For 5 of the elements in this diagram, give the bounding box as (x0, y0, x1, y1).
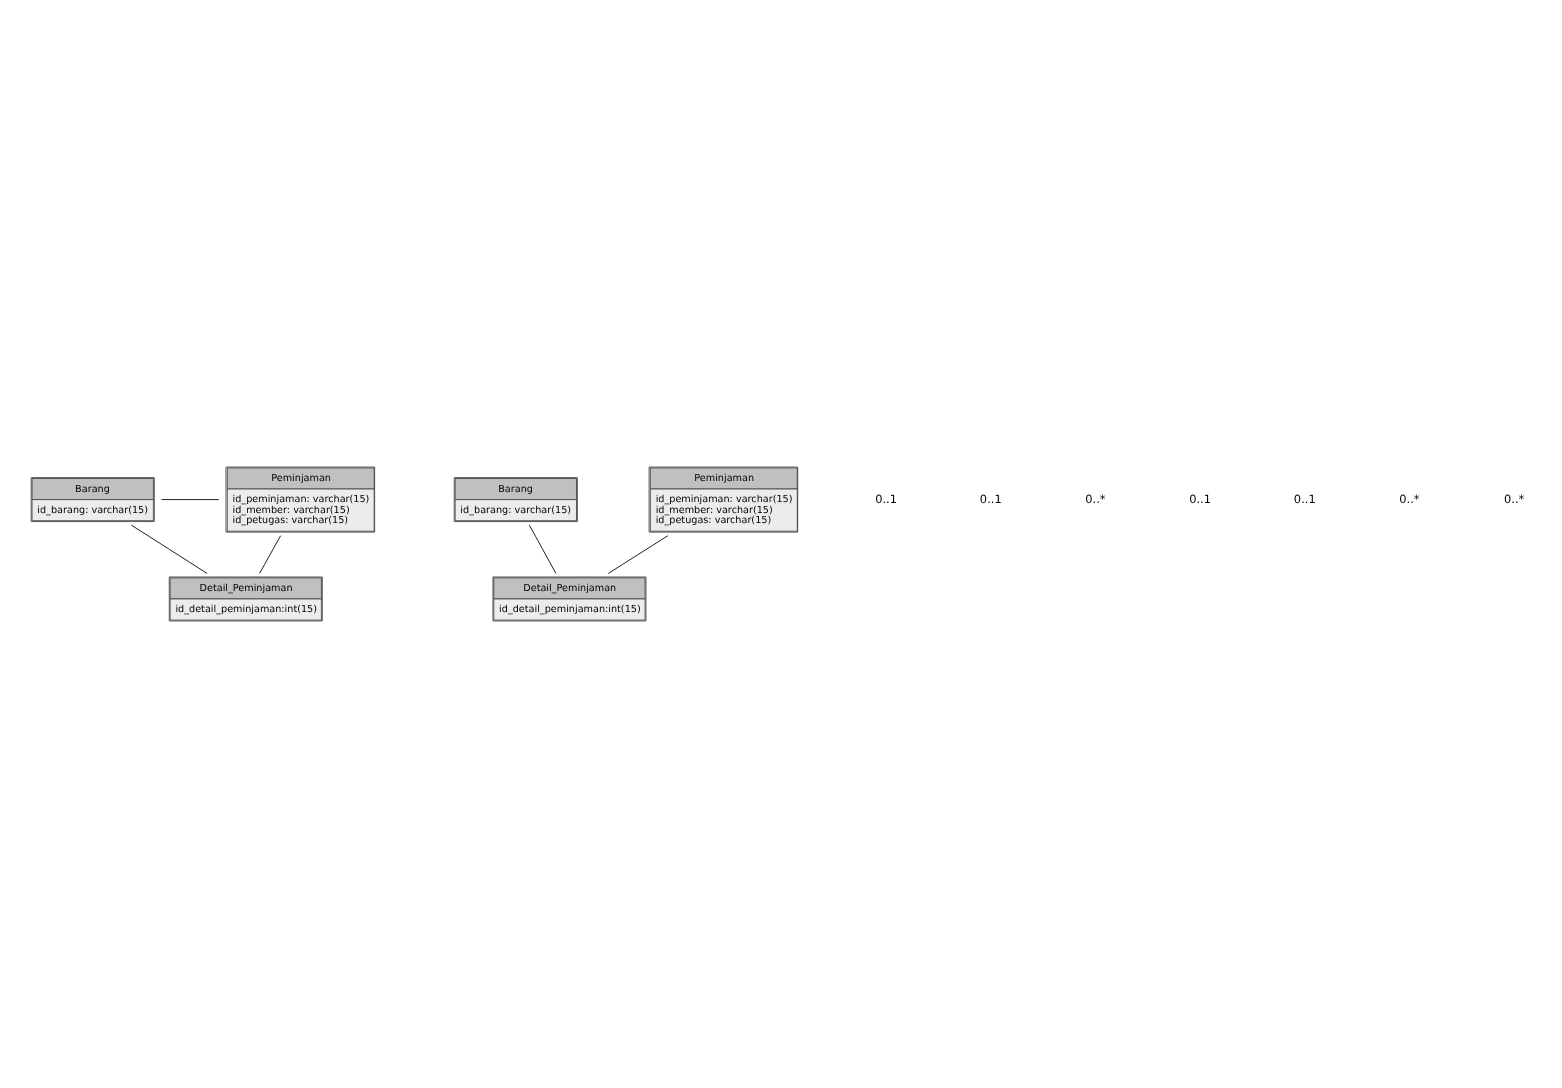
connector (130, 524, 208, 574)
connector (607, 535, 669, 574)
connector (528, 524, 557, 574)
connector (259, 535, 282, 574)
connector (161, 499, 220, 500)
